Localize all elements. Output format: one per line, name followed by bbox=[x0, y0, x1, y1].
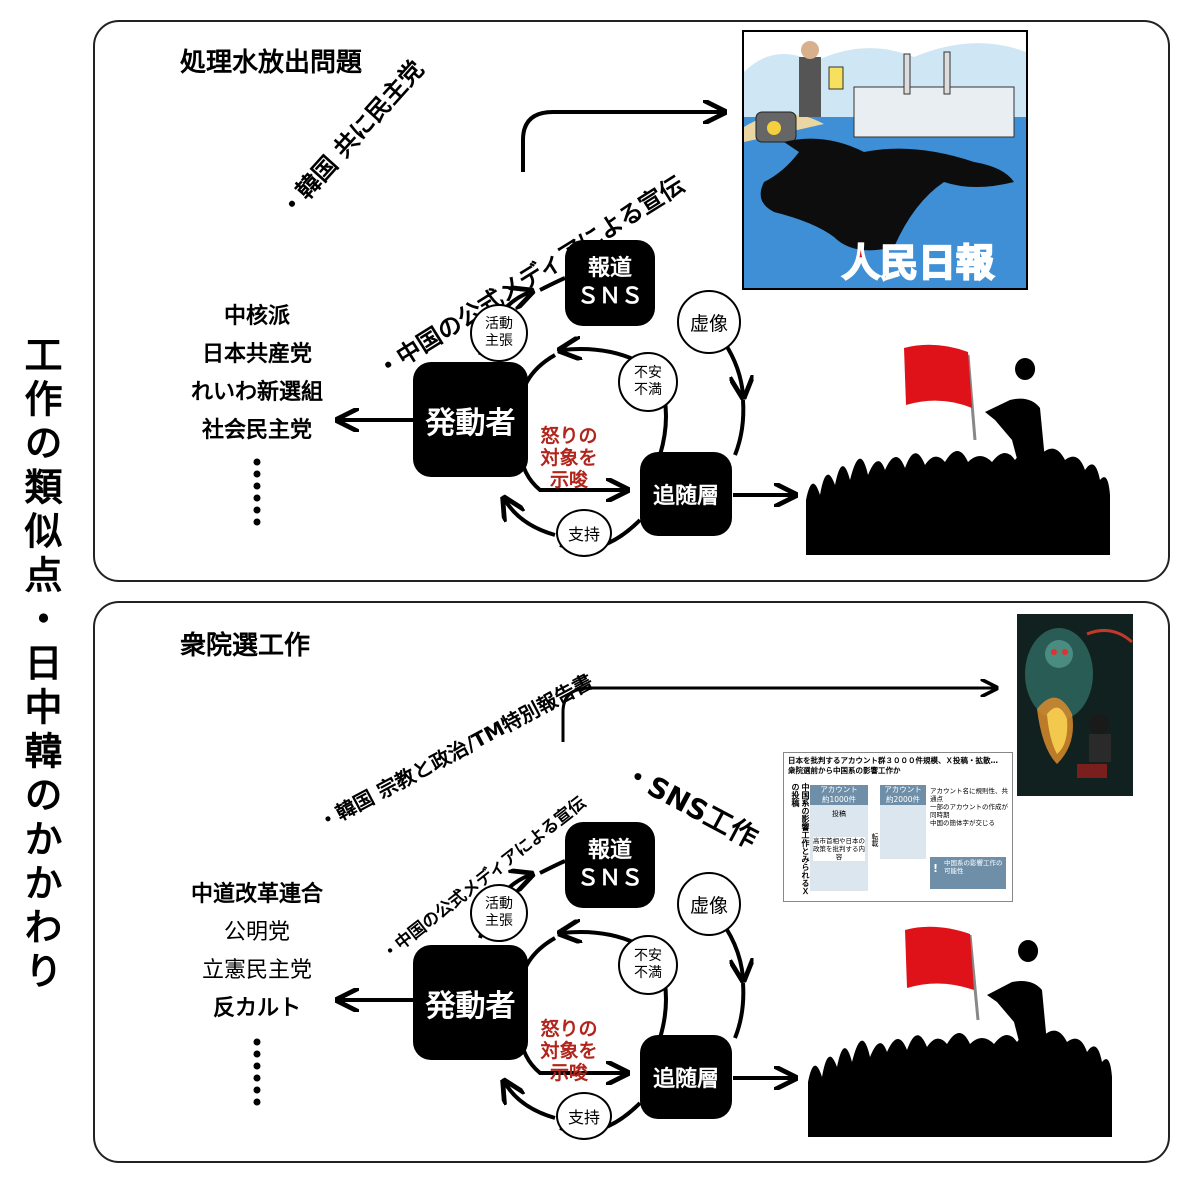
anger-target-label: 怒りの 対象を 示唆 bbox=[540, 425, 598, 491]
people-daily-caption: 人民日報 bbox=[841, 240, 995, 286]
activism-circle: 活動 主張 bbox=[470, 884, 528, 942]
article-subhead: 衆院選前から中国系の影響工作か bbox=[788, 766, 901, 775]
discontent-circle: 不安 不満 bbox=[618, 352, 678, 412]
flag-icon bbox=[905, 926, 980, 1021]
discontent-circle: 不安 不満 bbox=[618, 935, 678, 995]
panel2-title: 衆院選工作 bbox=[180, 631, 311, 661]
occult-illustration bbox=[1017, 614, 1133, 796]
followers-box: 追随層 bbox=[640, 1035, 732, 1119]
party-item: 日本共産党 bbox=[201, 342, 312, 367]
account-box-1-content: 高市首相や日本の政策を批判する内容 bbox=[813, 837, 865, 861]
account-box-2: アカウント 約2000件 bbox=[880, 785, 926, 859]
account-box-1-title: アカウント bbox=[810, 785, 868, 795]
occult-artwork bbox=[1017, 614, 1133, 796]
article-headline: 日本を批判するアカウント群３０００件規模、Ｘ投稿・拡散… bbox=[788, 756, 998, 765]
panel2-party-list: 中道改革連合 公明党 立憲民主党 反カルト bbox=[167, 876, 347, 1028]
illusion-circle: 虚像 bbox=[677, 872, 741, 936]
media-sns-box: 報道 ＳＮＳ bbox=[565, 240, 655, 326]
panel1-title: 処理水放出問題 bbox=[180, 48, 363, 78]
party-item: 公明党 bbox=[223, 920, 290, 945]
news-article: 日本を批判するアカウント群３０００件規模、Ｘ投稿・拡散… 衆院選前から中国系の影… bbox=[783, 752, 1013, 902]
party-item: 中核派 bbox=[223, 304, 290, 329]
warning-box: ! 中国系の影響工作の可能性 bbox=[930, 857, 1006, 889]
bullet-item: 一部のアカウントの作成が同時期 bbox=[930, 803, 1008, 819]
party-item: 社会民主党 bbox=[201, 418, 312, 443]
bullet-item: 中国の簡体字が交じる bbox=[930, 819, 995, 827]
party-item: 立憲民主党 bbox=[201, 958, 312, 983]
activism-circle: 活動 主張 bbox=[470, 304, 528, 362]
panel1-party-list: 中核派 日本共産党 れいわ新選組 社会民主党 bbox=[167, 298, 347, 450]
article-bullets: アカウント名に規則性、共通点 一部のアカウントの作成が同時期 中国の簡体字が交じ… bbox=[930, 787, 1008, 827]
account-box-1-count: 約1000件 bbox=[810, 795, 868, 805]
account-box-1-action: 投稿 bbox=[832, 810, 846, 818]
spread-label: 転載 bbox=[871, 833, 879, 847]
party-item: 反カルト bbox=[212, 996, 301, 1021]
side-title: 工作の類似点・日中韓のかかわり bbox=[18, 335, 62, 995]
party-item: 中道改革連合 bbox=[190, 882, 323, 907]
cartoon-image: 人民日報 bbox=[742, 30, 1028, 290]
cartoon-illustration bbox=[744, 32, 1026, 288]
flag-icon bbox=[904, 344, 977, 441]
warning-text: 中国系の影響工作の可能性 bbox=[944, 859, 1003, 875]
support-circle: 支持 bbox=[556, 509, 612, 557]
article-side-caption: 中国系の影響工作とみられるＸの投稿 bbox=[791, 783, 810, 895]
illusion-circle: 虚像 bbox=[677, 290, 741, 354]
warning-icon: ! bbox=[933, 862, 939, 875]
instigator-box: 発動者 bbox=[413, 362, 528, 477]
instigator-box: 発動者 bbox=[413, 945, 528, 1060]
anger-target-label: 怒りの 対象を 示唆 bbox=[540, 1018, 598, 1084]
account-box-2-count: 約2000件 bbox=[880, 795, 926, 805]
account-box-2-title: アカウント bbox=[880, 785, 926, 795]
support-circle: 支持 bbox=[556, 1092, 612, 1140]
party-item: れいわ新選組 bbox=[190, 380, 323, 405]
media-sns-box: 報道 ＳＮＳ bbox=[565, 822, 655, 908]
account-box-1: アカウント 約1000件 投稿 高市首相や日本の政策を批判する内容 bbox=[810, 785, 868, 891]
bullet-item: アカウント名に規則性、共通点 bbox=[930, 787, 1008, 803]
followers-box: 追随層 bbox=[640, 452, 732, 536]
